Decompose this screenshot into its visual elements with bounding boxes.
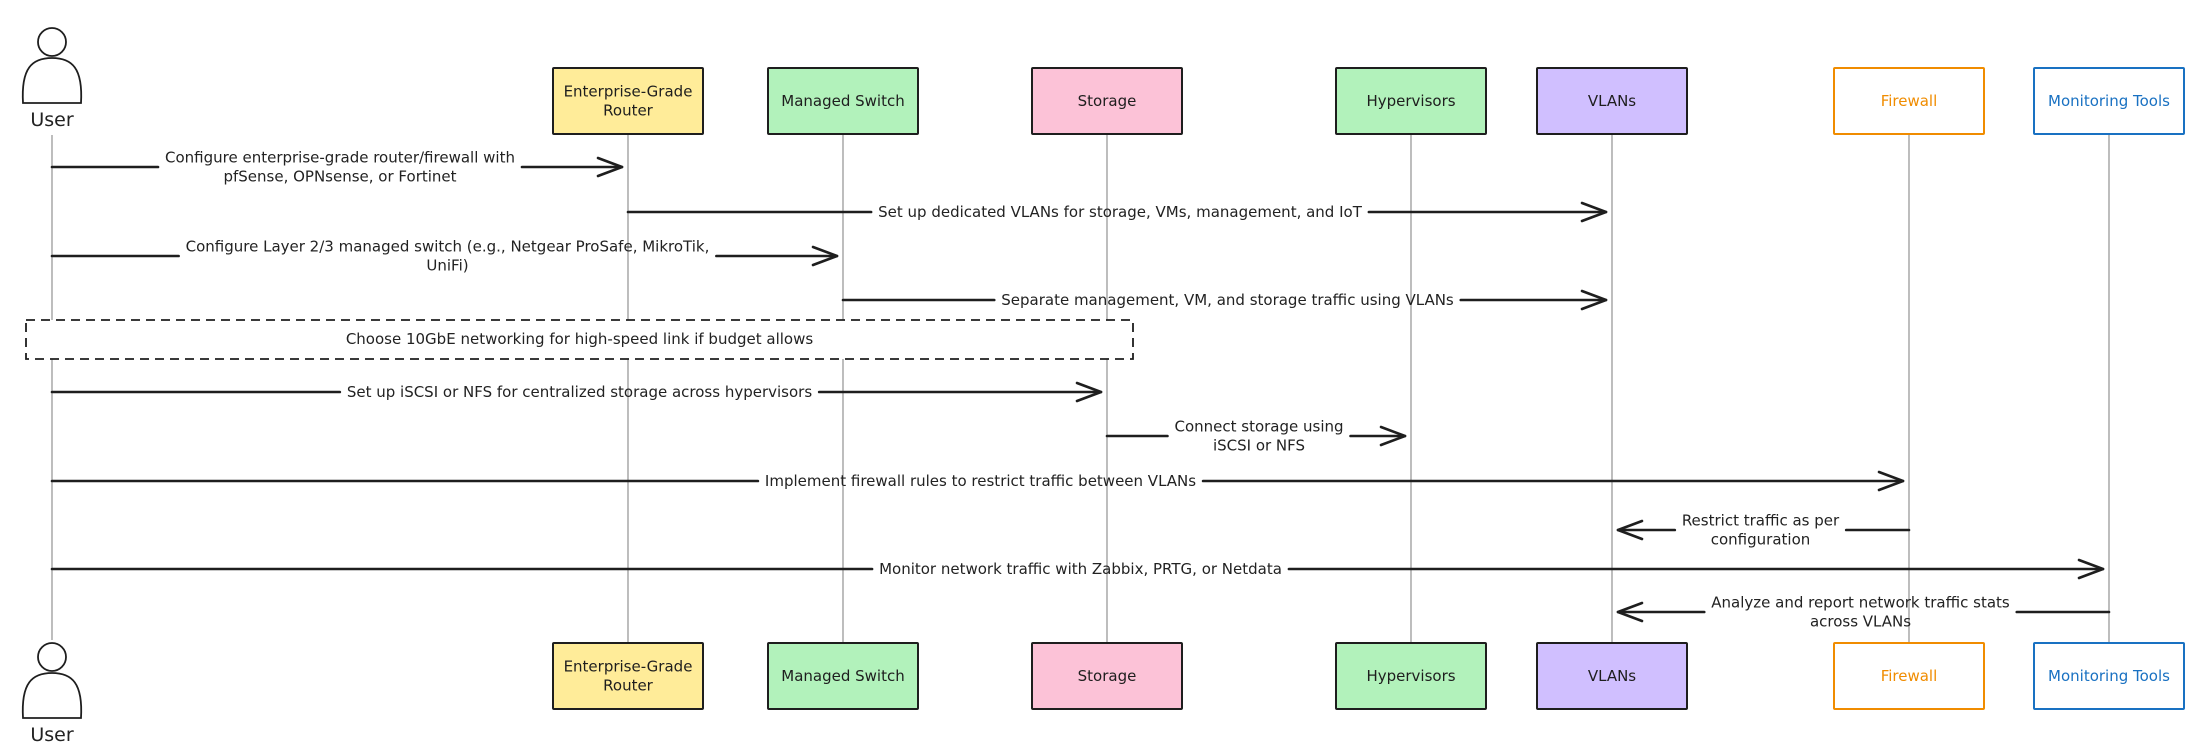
- arrowhead-icon: [1379, 425, 1407, 447]
- arrowhead-icon: [1877, 470, 1905, 492]
- participant-vlans-top: VLANs: [1536, 67, 1688, 135]
- message-label: Configure enterprise-grade router/firewa…: [165, 149, 515, 167]
- message-label: Restrict traffic as per: [1682, 512, 1840, 530]
- participant-switch-top: Managed Switch: [767, 67, 919, 135]
- message-5: Set up iSCSI or NFS for centralized stor…: [50, 381, 1103, 403]
- participant-firewall-top: Firewall: [1833, 67, 1985, 135]
- message-label: pfSense, OPNsense, or Fortinet: [223, 168, 456, 186]
- participant-label: Router: [603, 677, 654, 695]
- participant-label: Router: [603, 102, 654, 120]
- participant-box: [1536, 642, 1688, 710]
- actor-body-icon: [21, 672, 83, 719]
- participant-label: Managed Switch: [781, 667, 904, 685]
- participant-label: Hypervisors: [1366, 92, 1455, 110]
- message-label: Connect storage using: [1174, 418, 1343, 436]
- arrowhead-icon: [811, 245, 839, 267]
- participant-label: Firewall: [1881, 92, 1938, 110]
- participant-vlans-bottom: VLANs: [1536, 642, 1688, 710]
- actor-head-icon: [37, 27, 67, 57]
- participant-box: [552, 67, 704, 135]
- arrowhead-icon: [1616, 519, 1644, 541]
- lifelines: [51, 134, 2110, 643]
- participant-hypervisors-top: Hypervisors: [1335, 67, 1487, 135]
- participant-box: [1335, 67, 1487, 135]
- participant-label: Storage: [1078, 667, 1137, 685]
- participant-label: Enterprise-Grade: [564, 658, 693, 676]
- participant-label: VLANs: [1588, 92, 1636, 110]
- message-label: across VLANs: [1810, 613, 1911, 631]
- participant-switch-bottom: Managed Switch: [767, 642, 919, 710]
- message-label: Monitor network traffic with Zabbix, PRT…: [879, 560, 1282, 578]
- participant-box: [1833, 67, 1985, 135]
- participant-box: [1031, 67, 1183, 135]
- arrowhead-icon: [2077, 558, 2105, 580]
- actor-label: User: [30, 724, 73, 746]
- message-label: iSCSI or NFS: [1213, 437, 1305, 455]
- note-box: [25, 319, 1134, 360]
- message-label: UniFi): [426, 257, 468, 275]
- arrowhead-icon: [1616, 601, 1644, 623]
- participant-user-bottom: User: [21, 642, 83, 746]
- participant-label: Enterprise-Grade: [564, 83, 693, 101]
- message-7: Implement firewall rules to restrict tra…: [50, 470, 1905, 492]
- actor-body-icon: [21, 57, 83, 104]
- participant-box: [1536, 67, 1688, 135]
- actor-label: User: [30, 109, 73, 131]
- note-4: Choose 10GbE networking for high-speed l…: [25, 319, 1134, 360]
- message-10: Analyze and report network traffic stats…: [1616, 594, 2111, 631]
- message-0: Configure enterprise-grade router/firewa…: [50, 149, 624, 186]
- participant-box: [1031, 642, 1183, 710]
- arrowhead-icon: [1580, 201, 1608, 223]
- actor-head-icon: [37, 642, 67, 672]
- participant-label: Monitoring Tools: [2048, 92, 2170, 110]
- participant-label: Managed Switch: [781, 92, 904, 110]
- participant-label: VLANs: [1588, 667, 1636, 685]
- message-label: configuration: [1711, 531, 1811, 549]
- arrowhead-icon: [596, 156, 624, 178]
- participant-box: [1833, 642, 1985, 710]
- participant-label: Hypervisors: [1366, 667, 1455, 685]
- message-label: Separate management, VM, and storage tra…: [1001, 291, 1454, 309]
- note-text: Choose 10GbE networking for high-speed l…: [346, 330, 814, 348]
- participant-storage-bottom: Storage: [1031, 642, 1183, 710]
- participant-box: [767, 67, 919, 135]
- participant-label: Firewall: [1881, 667, 1938, 685]
- participant-box: [2033, 67, 2185, 135]
- participant-user-top: User: [21, 27, 83, 131]
- message-1: Set up dedicated VLANs for storage, VMs,…: [626, 201, 1608, 223]
- participant-box: [1335, 642, 1487, 710]
- message-label: Implement firewall rules to restrict tra…: [765, 472, 1196, 490]
- participant-box: [2033, 642, 2185, 710]
- arrowhead-icon: [1580, 289, 1608, 311]
- message-2: Configure Layer 2/3 managed switch (e.g.…: [50, 238, 839, 275]
- message-label: Analyze and report network traffic stats: [1711, 594, 2010, 612]
- message-9: Monitor network traffic with Zabbix, PRT…: [50, 558, 2105, 580]
- participant-monitoring-top: Monitoring Tools: [2033, 67, 2185, 135]
- participant-label: Monitoring Tools: [2048, 667, 2170, 685]
- participant-hypervisors-bottom: Hypervisors: [1335, 642, 1487, 710]
- message-label: Configure Layer 2/3 managed switch (e.g.…: [186, 238, 710, 256]
- arrowhead-icon: [1075, 381, 1103, 403]
- participant-box: [552, 642, 704, 710]
- participant-storage-top: Storage: [1031, 67, 1183, 135]
- message-label: Set up iSCSI or NFS for centralized stor…: [347, 383, 813, 401]
- participant-label: Storage: [1078, 92, 1137, 110]
- message-label: Set up dedicated VLANs for storage, VMs,…: [878, 203, 1363, 221]
- participant-firewall-bottom: Firewall: [1833, 642, 1985, 710]
- participant-monitoring-bottom: Monitoring Tools: [2033, 642, 2185, 710]
- message-3: Separate management, VM, and storage tra…: [841, 289, 1608, 311]
- messages: Configure enterprise-grade router/firewa…: [25, 149, 2111, 631]
- participant-box: [767, 642, 919, 710]
